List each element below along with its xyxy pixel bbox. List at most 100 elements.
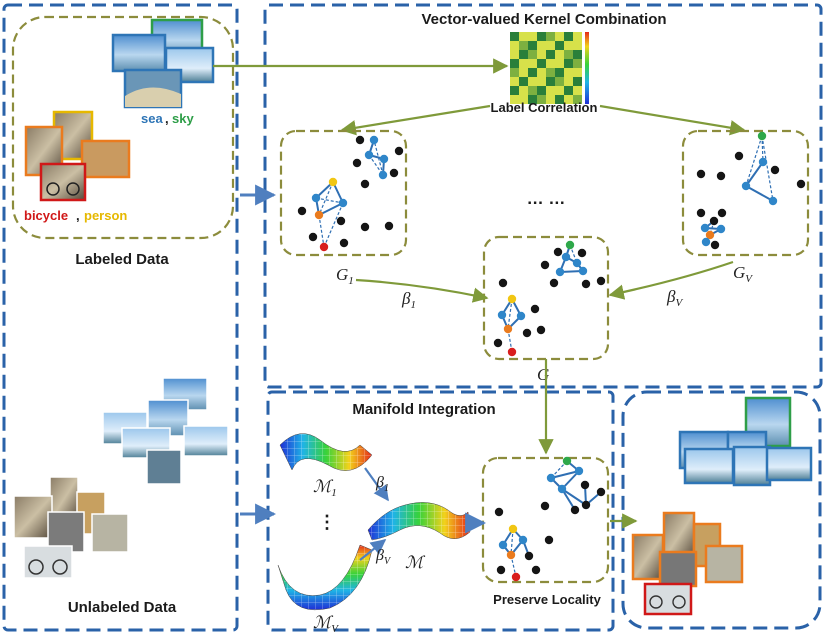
tag-sea: sea [141,111,163,126]
heatmap-cell [573,86,582,95]
label-correlation-heatmap [510,32,589,104]
arrow-mv-to-m [359,539,387,561]
heatmap-cell [537,68,546,77]
graph-node [524,551,534,561]
graph-node [578,266,588,276]
graph-node [696,208,706,218]
graph-cluster [494,456,606,582]
graph-node [364,150,374,160]
heatmap-cell [555,86,564,95]
heatmap-cell [546,86,555,95]
output-bicycle-person-photos [631,511,744,616]
graph-node [355,135,365,145]
label-m: ℳ [405,553,426,572]
heatmap-cell [537,77,546,86]
heatmap-cell [519,32,528,41]
label-g: G [537,365,549,384]
graph-node [572,258,582,268]
heatmap-cell [528,86,537,95]
graph-node [536,325,546,335]
photo-bike-red [39,162,87,202]
heatmap-cell [510,32,519,41]
graph-edge [510,528,514,556]
graph-node [328,177,338,187]
graph-node [700,223,710,233]
kernel-panel [263,3,823,389]
graph-node [498,540,508,550]
graph-cluster [696,131,806,250]
heatmap-cell [537,95,546,104]
graph-node [522,328,532,338]
tag-comma-2: , [76,208,80,223]
arrow-correlation-to-g1 [340,104,491,136]
graph-node [734,151,744,161]
tag-bicycle: bicycle [24,208,68,223]
unlabeled-data-title: Unlabeled Data [68,599,177,616]
graph-node [511,572,521,582]
graph-edge [507,298,513,330]
label-beta1: β1 [401,289,416,311]
graph-node [716,171,726,181]
graph-node [518,535,528,545]
graph-node [530,304,540,314]
graph-edge [550,460,568,479]
heatmap-cell [555,41,564,50]
graph-node [549,278,559,288]
graph-node [581,279,591,289]
graph-node [503,324,513,334]
graph-node [546,473,556,483]
graph-edge [373,139,384,176]
tag-sky: sky [172,111,194,126]
heatmap-cell [519,95,528,104]
heatmap-cell [573,68,582,77]
heatmap-cell [573,32,582,41]
heatmap-cell [546,32,555,41]
heatmap-cell [564,41,573,50]
graph-node [384,221,394,231]
graph-node [507,347,517,357]
label-g1: G1 [336,265,354,287]
graph-node [360,179,370,189]
heatmap-cell [510,50,519,59]
heatmap-cell [546,77,555,86]
graph-node [796,179,806,189]
heatmap-cell [537,86,546,95]
kernel-ellipsis: … … [527,189,566,208]
graph-edge [323,202,344,248]
graph-node [360,222,370,232]
arrow-g1-to-g [355,278,489,303]
graph-node [308,232,318,242]
graph-node [297,206,307,216]
unlabeled-sea-photos [102,377,229,485]
heatmap-cell [510,68,519,77]
heatmap-cell [519,77,528,86]
graph-node [770,165,780,175]
graph-node [339,238,349,248]
graph-node [394,146,404,156]
graph-node [709,216,719,226]
graph-edge [561,488,587,506]
heatmap-cell [546,59,555,68]
label-m1: ℳ1 [313,477,337,499]
graph-node [574,466,584,476]
graph-node [577,248,587,258]
heatmap-cell [537,41,546,50]
heatmap-cell [573,59,582,68]
heatmap-cell [537,32,546,41]
heatmap-cell [528,32,537,41]
heatmap-cell [519,86,528,95]
heatmap-cell [510,59,519,68]
heatmap-cell [555,68,564,77]
heatmap-cell [510,95,519,104]
graph-edge [745,135,763,187]
graph-node [336,216,346,226]
heatmap-cell [564,86,573,95]
heatmap-cell [555,59,564,68]
graph-node [497,310,507,320]
graph-node [314,210,324,220]
graph-node [565,240,575,250]
graph-cluster [297,135,404,252]
label-manifold-betav: βV [375,547,392,567]
heatmap-cell [564,59,573,68]
graph-node [531,565,541,575]
